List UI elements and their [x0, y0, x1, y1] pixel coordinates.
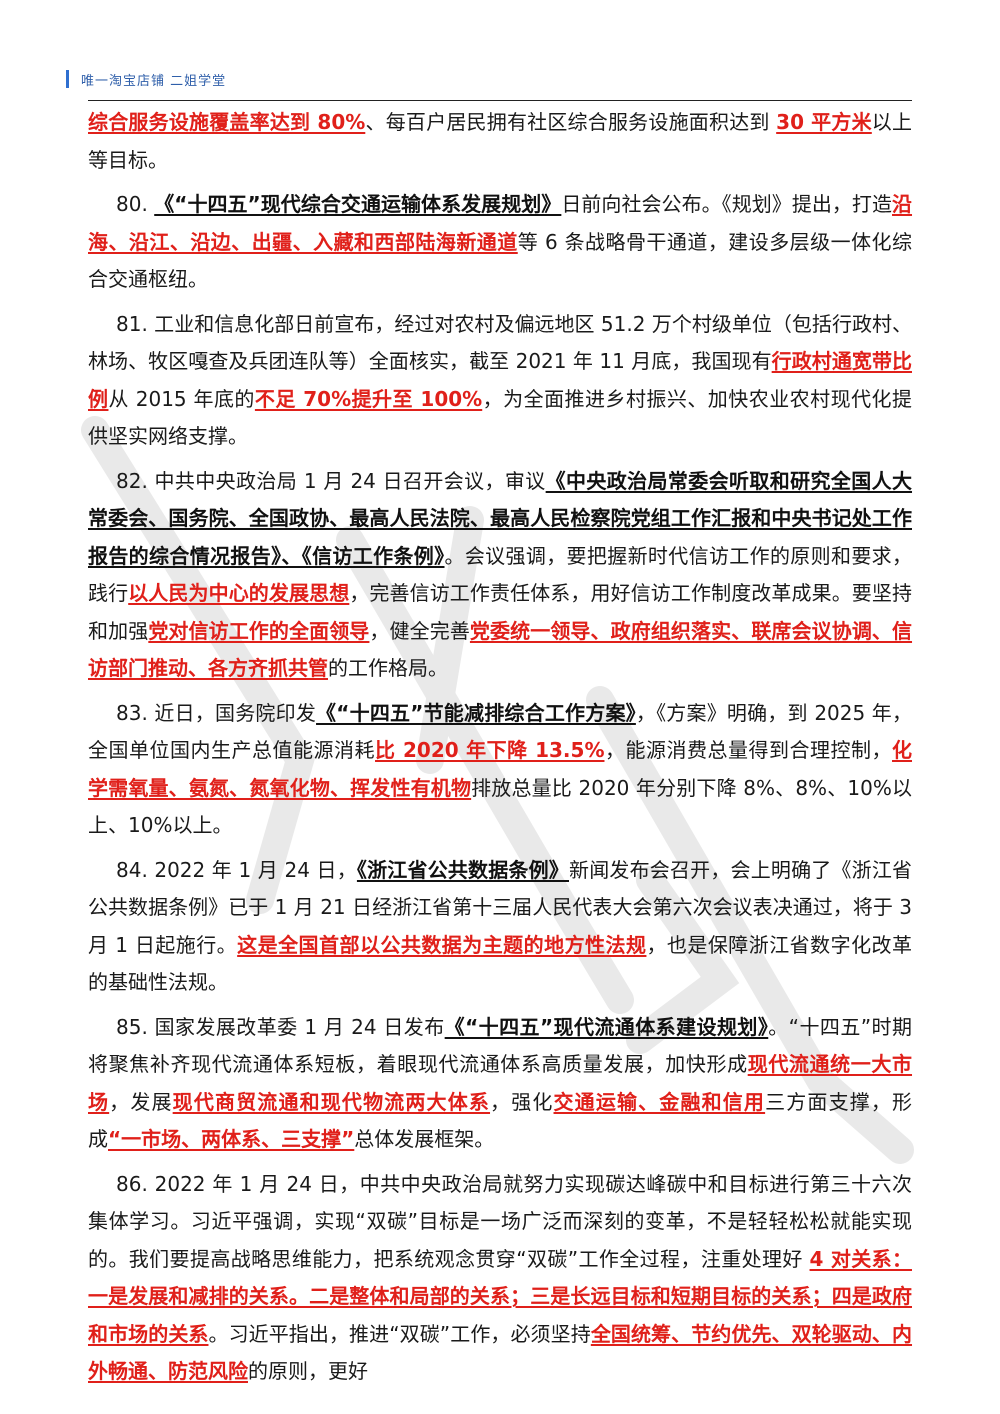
text-segment: 等 6 条战略骨干通道，建设多层级一体化综合交通枢纽。 — [88, 229, 912, 292]
key-point-highlight: 比 2020 年下降 13.5% — [375, 738, 605, 762]
document-body: 综合服务设施覆盖率达到 80%、每百户居民拥有社区综合服务设施面积达到 30 平… — [88, 104, 912, 1398]
paragraph: 83. 近日，国务院印发《“十四五”节能减排综合工作方案》，《方案》明确，到 2… — [88, 695, 912, 845]
text-segment: 。会议强调，要把握新时代信访工作的原则和要求，践行 — [88, 543, 913, 606]
key-point-highlight: 现代商贸流通和现代物流两大体系 — [172, 1089, 491, 1114]
key-point-highlight: 党对信访工作的全面领导 — [148, 618, 370, 643]
key-point-highlight: 化学需氧量、氨氮、氮氧化物、挥发性有机物 — [88, 738, 913, 800]
key-point-highlight: 4 对关系：一是发展和减排的关系。二是整体和局部的关系；三是长远目标和短期目标的… — [88, 1246, 912, 1346]
key-point-highlight: 不足 70%提升至 100% — [254, 386, 483, 411]
key-point-highlight: 30 平方米 — [776, 110, 872, 134]
text-segment: 的原则，更好 — [248, 1359, 368, 1383]
text-segment: 、每百户居民拥有社区综合服务设施面积达到 — [365, 110, 777, 134]
document-title-highlight: 《“十四五”节能减排综合工作方案》 — [316, 700, 636, 725]
paragraph: 86. 2022 年 1 月 24 日，中共中央政治局就努力实现碳达峰碳中和目标… — [88, 1166, 912, 1391]
key-point-highlight: “一市场、两体系、三支撑” — [108, 1127, 355, 1151]
paragraph: 85. 国家发展改革委 1 月 24 日发布《“十四五”现代流通体系建设规划》。… — [88, 1009, 912, 1159]
header-accent-bar — [66, 70, 69, 88]
text-segment: 82. 中共中央政治局 1 月 24 日召开会议，审议 — [116, 468, 546, 493]
text-segment: 从 2015 年底的 — [108, 386, 255, 411]
paragraph: 80. 《“十四五”现代综合交通运输体系发展规划》日前向社会公布。《规划》提出，… — [88, 186, 912, 299]
text-segment: 83. 近日，国务院印发 — [116, 700, 317, 725]
header-divider — [88, 100, 912, 101]
document-title-highlight: 《中央政治局常委会听取和研究全国人大常委会、国务院、全国政协、最高人民法院、最高… — [88, 468, 913, 568]
document-title-highlight: 《浙江省公共数据条例》 — [356, 857, 569, 882]
text-segment: ，为全面推进乡村振兴、加快农业农村现代化提供坚实网络支撑。 — [88, 386, 913, 449]
key-point-highlight: 综合服务设施覆盖率达到 80% — [88, 110, 366, 134]
document-title-highlight: 《“十四五”现代综合交通运输体系发展规划》 — [154, 192, 562, 216]
text-segment: ，强化 — [490, 1089, 554, 1114]
text-segment: 80. — [116, 192, 155, 216]
paragraph: 81. 工业和信息化部日前宣布，经过对农村及偏远地区 51.2 万个村级单位（包… — [88, 306, 912, 456]
text-segment: ，完善信访工作责任体系，用好信访工作制度改革成果。要坚持和加强 — [88, 581, 913, 643]
text-segment: ，也是保障浙江省数字化改革的基础性法规。 — [88, 932, 913, 995]
text-segment: 。习近平指出，推进“双碳”工作，必须坚持 — [208, 1321, 591, 1346]
key-point-highlight: 这是全国首部以公共数据为主题的地方性法规 — [237, 932, 647, 957]
key-point-highlight: 全国统筹、节约优先、双轮驱动、内外畅通、防范风险 — [88, 1321, 913, 1384]
text-segment: 日前向社会公布。《规划》提出，打造 — [561, 192, 893, 216]
text-segment: 总体发展框架。 — [354, 1127, 495, 1151]
key-point-highlight: 党委统一领导、政府组织落实、联席会议协调、信访部门推动、各方齐抓共管 — [88, 618, 913, 681]
key-point-highlight: 行政村通宽带比例 — [88, 349, 912, 411]
text-segment: 86. 2022 年 1 月 24 日，中共中央政治局就努力实现碳达峰碳中和目标… — [88, 1171, 912, 1271]
key-point-highlight: 现代流通统一大市场 — [88, 1052, 913, 1114]
text-segment: 84. 2022 年 1 月 24 日， — [116, 857, 357, 882]
paragraph: 82. 中共中央政治局 1 月 24 日召开会议，审议《中央政治局常委会听取和研… — [88, 463, 912, 688]
text-segment: 81. 工业和信息化部日前宣布，经过对农村及偏远地区 51.2 万个村级单位（包… — [88, 311, 912, 374]
text-segment: 以上等目标。 — [88, 110, 913, 172]
text-segment: 的工作格局。 — [328, 656, 448, 680]
text-segment: 85. 国家发展改革委 1 月 24 日发布 — [116, 1014, 445, 1039]
page-header: 唯一淘宝店铺 二姐学堂 — [66, 68, 226, 90]
key-point-highlight: 沿海、沿江、沿边、出疆、入藏和西部陆海新通道 — [88, 192, 913, 254]
header-text: 唯一淘宝店铺 二姐学堂 — [81, 73, 227, 89]
document-title-highlight: 《“十四五”现代流通体系建设规划》 — [444, 1014, 769, 1039]
key-point-highlight: 以人民为中心的发展思想 — [128, 581, 350, 605]
paragraph: 综合服务设施覆盖率达到 80%、每百户居民拥有社区综合服务设施面积达到 30 平… — [88, 104, 912, 179]
text-segment: 三方面支撑，形成 — [88, 1089, 913, 1152]
text-segment: ，《方案》明确，到 2025 年，全国单位国内生产总值能源消耗 — [88, 700, 912, 763]
text-segment: 。“十四五”时期将聚焦补齐现代流通体系短板，着眼现代流通体系高质量发展，加快形成 — [88, 1014, 912, 1077]
text-segment: 新闻发布会召开，会上明确了《浙江省公共数据条例》已于 1 月 21 日经浙江省第… — [88, 857, 913, 957]
text-segment: ，健全完善 — [369, 618, 470, 643]
text-segment: ，能源消费总量得到合理控制， — [604, 738, 893, 762]
key-point-highlight: 交通运输、金融和信用 — [553, 1089, 766, 1114]
text-segment: ，发展 — [109, 1089, 173, 1114]
text-segment: 排放总量比 2020 年分别下降 8%、8%、10%以上、10%以上。 — [88, 775, 912, 838]
paragraph: 84. 2022 年 1 月 24 日，《浙江省公共数据条例》新闻发布会召开，会… — [88, 852, 912, 1002]
